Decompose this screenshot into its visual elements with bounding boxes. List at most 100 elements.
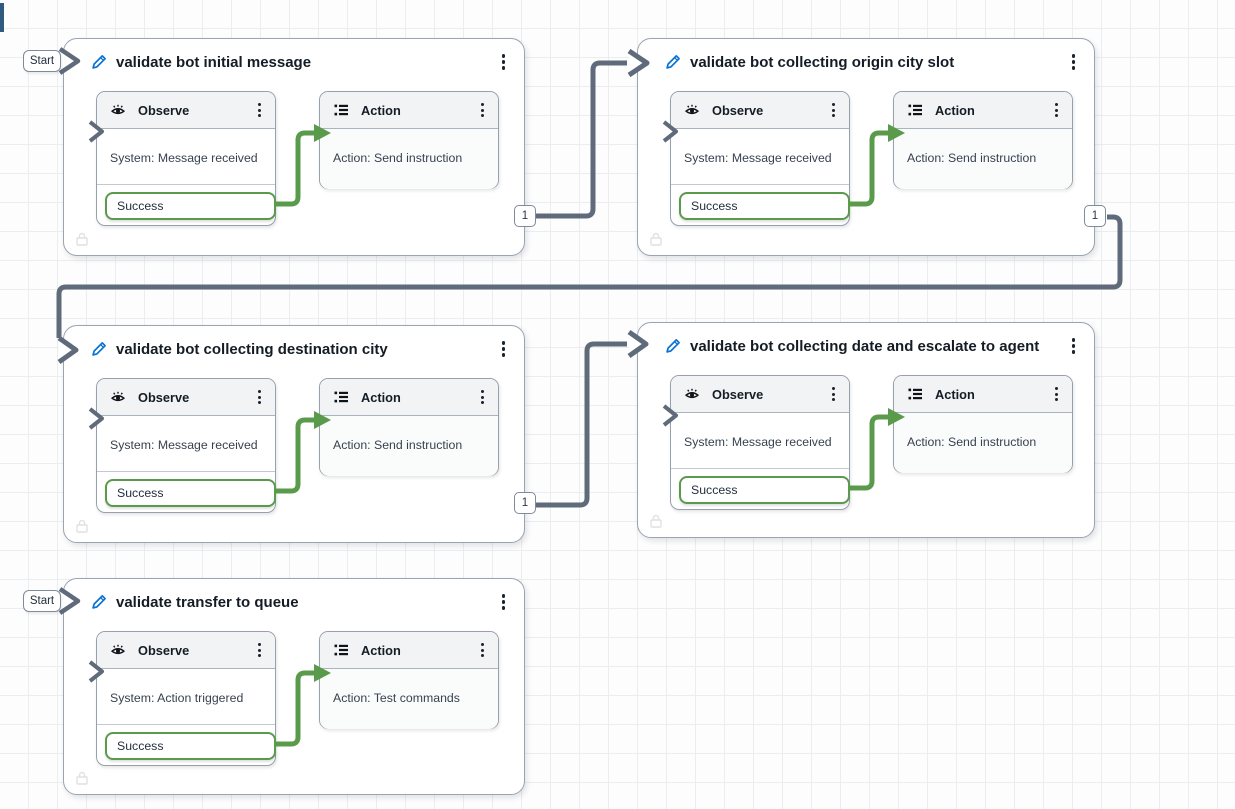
action-card-title: Action [361, 102, 401, 118]
bullet-list-icon [907, 386, 923, 402]
block-title[interactable]: validate bot collecting destination city [116, 340, 388, 358]
action-menu-button[interactable] [477, 641, 488, 659]
block-title[interactable]: validate bot collecting origin city slot [690, 53, 955, 71]
lock-icon [649, 232, 663, 246]
block-header: validate bot collecting destination city [91, 338, 509, 360]
success-port[interactable]: Success [105, 192, 276, 220]
block-menu-button[interactable] [498, 52, 509, 71]
action-card[interactable]: Action Action: Send instruction [319, 91, 499, 189]
observe-card-title: Observe [712, 102, 764, 118]
test-case-block[interactable]: validate bot initial message Observe Sys [63, 38, 525, 256]
observe-menu-button[interactable] [254, 388, 265, 406]
observe-card-title: Observe [138, 102, 190, 118]
observe-card-header: Observe [97, 379, 275, 416]
block-header: validate bot initial message [91, 51, 509, 73]
action-card-header: Action [320, 632, 498, 669]
action-menu-button[interactable] [1051, 385, 1062, 403]
block-title[interactable]: validate bot initial message [116, 53, 312, 71]
success-port[interactable]: Success [105, 479, 276, 507]
edit-pencil-icon [665, 54, 681, 70]
connection-badge[interactable]: 1 [1084, 205, 1106, 227]
observe-card[interactable]: Observe System: Action triggered Success [96, 631, 276, 766]
flow-connector-line [536, 341, 627, 508]
action-instruction-text: Action: Send instruction [320, 129, 498, 189]
action-instruction-text: Action: Send instruction [894, 413, 1072, 473]
test-case-block[interactable]: validate transfer to queue Observe Syste [63, 578, 525, 795]
bullet-list-icon [333, 389, 349, 405]
observe-card-header: Observe [671, 92, 849, 129]
lock-icon [75, 771, 89, 785]
block-menu-button[interactable] [1068, 52, 1079, 71]
success-port[interactable]: Success [679, 192, 850, 220]
edit-pencil-icon [91, 594, 107, 610]
observe-port-area: Success [671, 184, 850, 220]
observe-card[interactable]: Observe System: Message received Success [96, 378, 276, 513]
observe-port-area: Success [97, 471, 276, 507]
observe-card[interactable]: Observe System: Message received Success [670, 375, 850, 510]
action-card-title: Action [935, 102, 975, 118]
observe-card-header: Observe [671, 376, 849, 413]
action-menu-button[interactable] [477, 388, 488, 406]
observe-port-area: Success [97, 724, 276, 760]
action-card[interactable]: Action Action: Send instruction [893, 91, 1073, 189]
eye-icon [110, 389, 126, 405]
eye-icon [110, 642, 126, 658]
eye-icon [684, 386, 700, 402]
action-card-header: Action [894, 376, 1072, 413]
block-header: validate transfer to queue [91, 591, 509, 613]
test-case-block[interactable]: validate bot collecting origin city slot… [637, 38, 1095, 256]
panel-edge [0, 3, 4, 32]
block-title[interactable]: validate bot collecting date and escalat… [690, 337, 1040, 355]
action-card[interactable]: Action Action: Send instruction [319, 378, 499, 476]
observe-card-title: Observe [138, 389, 190, 405]
success-port[interactable]: Success [105, 732, 276, 760]
block-menu-button[interactable] [498, 592, 509, 611]
action-card[interactable]: Action Action: Test commands [319, 631, 499, 729]
connection-badge[interactable]: 1 [514, 492, 536, 514]
observe-card-title: Observe [138, 642, 190, 658]
lock-icon [75, 232, 89, 246]
connection-badge[interactable]: 1 [514, 205, 536, 227]
observe-event-text: System: Message received [684, 151, 832, 165]
bullet-list-icon [333, 102, 349, 118]
test-case-block[interactable]: validate bot collecting date and escalat… [637, 322, 1095, 538]
action-menu-button[interactable] [1051, 101, 1062, 119]
action-card-title: Action [361, 389, 401, 405]
action-card[interactable]: Action Action: Send instruction [893, 375, 1073, 473]
lock-icon [75, 519, 89, 533]
action-card-header: Action [320, 92, 498, 129]
observe-event-text: System: Action triggered [110, 691, 244, 705]
block-title[interactable]: validate transfer to queue [116, 593, 299, 611]
block-menu-button[interactable] [1068, 336, 1079, 355]
observe-menu-button[interactable] [254, 101, 265, 119]
block-header: validate bot collecting date and escalat… [665, 335, 1079, 357]
action-instruction-text: Action: Send instruction [320, 416, 498, 476]
observe-card[interactable]: Observe System: Message received Success [96, 91, 276, 226]
action-instruction-text: Action: Send instruction [894, 129, 1072, 189]
bullet-list-icon [907, 102, 923, 118]
observe-menu-button[interactable] [254, 641, 265, 659]
observe-menu-button[interactable] [828, 385, 839, 403]
start-label: Start [23, 590, 61, 612]
edit-pencil-icon [665, 338, 681, 354]
lock-icon [649, 514, 663, 528]
observe-card-header: Observe [97, 632, 275, 669]
observe-port-area: Success [671, 468, 850, 504]
observe-card[interactable]: Observe System: Message received Success [670, 91, 850, 226]
observe-menu-button[interactable] [828, 101, 839, 119]
action-menu-button[interactable] [477, 101, 488, 119]
action-instruction-text: Action: Test commands [320, 669, 498, 729]
flow-connector-line [536, 60, 627, 219]
bullet-list-icon [333, 642, 349, 658]
eye-icon [110, 102, 126, 118]
start-label: Start [23, 50, 61, 72]
block-menu-button[interactable] [498, 339, 509, 358]
test-case-block[interactable]: validate bot collecting destination city… [63, 325, 525, 543]
block-header: validate bot collecting origin city slot [665, 51, 1079, 73]
action-card-header: Action [894, 92, 1072, 129]
edit-pencil-icon [91, 54, 107, 70]
action-card-title: Action [361, 642, 401, 658]
observe-card-title: Observe [712, 386, 764, 402]
success-port[interactable]: Success [679, 476, 850, 504]
